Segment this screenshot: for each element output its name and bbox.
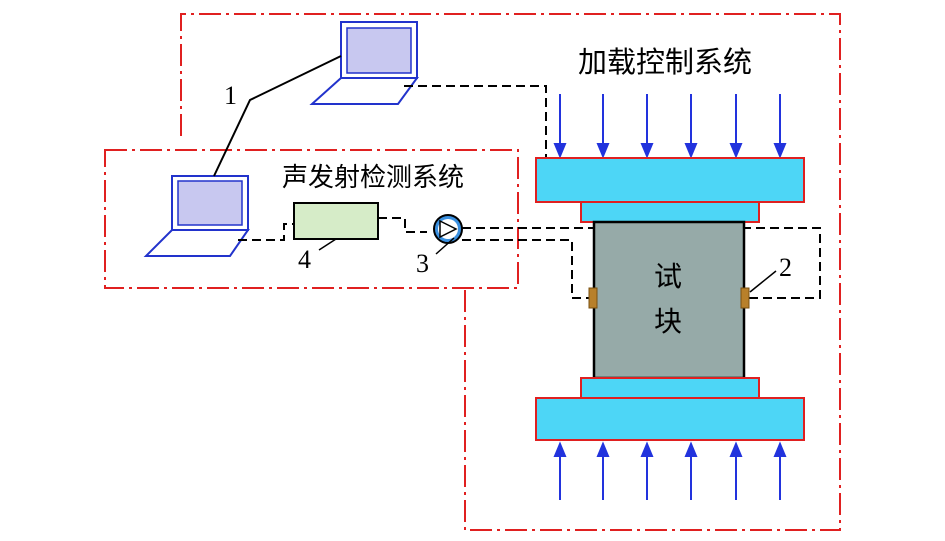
right-ae-sensor — [740, 287, 750, 309]
number-label-4: 4 — [298, 245, 311, 274]
ae-system-boundary — [104, 149, 519, 289]
loading-laptop-icon — [309, 21, 419, 105]
preamp-to-right-sensor-line — [462, 227, 821, 299]
preamp-to-left-sensor-line — [462, 239, 593, 299]
bottom-load-arrows — [553, 441, 787, 500]
top-load-arrows — [553, 94, 787, 159]
bottom-platen — [535, 397, 805, 441]
top-platen — [535, 157, 805, 203]
number-label-1: 1 — [224, 81, 237, 110]
specimen-label-bottom: 块 — [654, 305, 682, 338]
leader-4 — [318, 238, 337, 251]
bottom-spacer — [580, 377, 760, 399]
top-spacer — [580, 201, 760, 223]
number-label-2: 2 — [779, 253, 792, 282]
computer-link-cable — [213, 55, 342, 177]
preamplifier-icon — [433, 214, 463, 244]
number-label-3: 3 — [416, 249, 429, 278]
amplifier-box — [293, 202, 379, 240]
left-ae-sensor — [588, 287, 598, 309]
loading-control-line — [404, 85, 547, 158]
specimen-block — [592, 220, 746, 380]
loading-system-label: 加载控制系统 — [578, 45, 752, 79]
specimen-label-top: 试 — [654, 260, 682, 293]
ae-system-label: 声发射检测系统 — [282, 163, 464, 193]
leader-2 — [749, 270, 777, 293]
amplifier-to-preamp-line — [378, 217, 427, 233]
leader-3 — [435, 237, 455, 255]
ae-laptop-icon — [143, 175, 250, 257]
ae-laptop-to-amplifier-line — [238, 223, 294, 241]
